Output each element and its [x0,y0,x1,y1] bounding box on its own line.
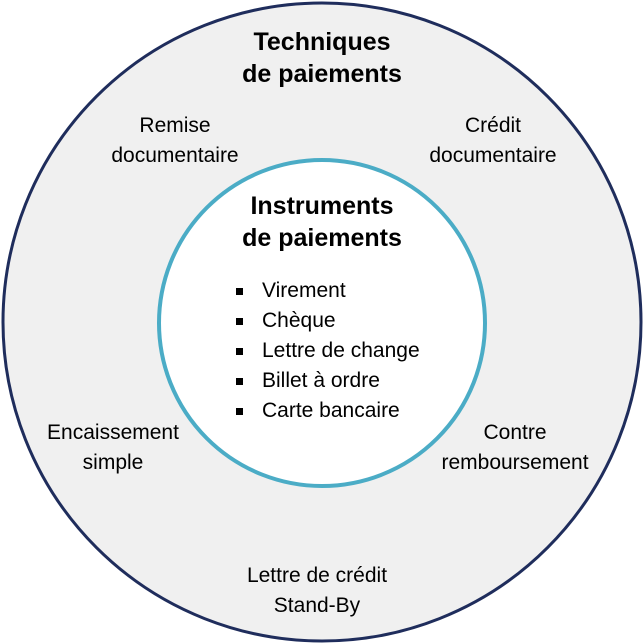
label-line: Stand-By [273,594,361,617]
label-line: Lettre de crédit [246,564,388,587]
label-line: Encaissement [47,421,179,444]
list-item: Virement [233,276,420,306]
inner-title: Instruments de paiements [222,190,422,254]
list-item: Carte bancaire [233,396,420,426]
bullet-icon [236,348,243,355]
list-item: Lettre de change [233,336,420,366]
inner-title-line2: de paiements [242,224,402,252]
label-line: documentaire [111,144,239,167]
item-label: Lettre de change [262,339,420,362]
outer-title-line2: de paiements [242,60,402,88]
label-line: documentaire [429,144,557,167]
label-line: Crédit [464,114,522,137]
list-item: Billet à ordre [233,366,420,396]
item-label: Billet à ordre [262,369,380,392]
label-line: remboursement [441,451,589,474]
label-line: Contre [483,421,547,444]
bullet-icon [236,288,243,295]
label-credit-documentaire: Crédit documentaire [413,111,573,171]
label-lettre-credit-standby: Lettre de crédit Stand-By [217,561,417,621]
label-remise-documentaire: Remise documentaire [95,111,255,171]
label-encaissement-simple: Encaissement simple [28,418,198,478]
outer-title: Techniques de paiements [222,26,422,90]
inner-circle [157,158,487,488]
outer-title-line1: Techniques [253,28,391,56]
bullet-icon [236,378,243,385]
label-contre-remboursement: Contre remboursement [440,418,590,478]
bullet-icon [236,318,243,325]
item-label: Chèque [262,309,336,332]
inner-title-line1: Instruments [250,192,394,220]
list-item: Chèque [233,306,420,336]
instruments-list: Virement Chèque Lettre de change Billet … [233,276,420,426]
label-line: Remise [139,114,211,137]
item-label: Carte bancaire [262,399,400,422]
item-label: Virement [262,279,346,302]
label-line: simple [82,451,144,474]
bullet-icon [236,408,243,415]
